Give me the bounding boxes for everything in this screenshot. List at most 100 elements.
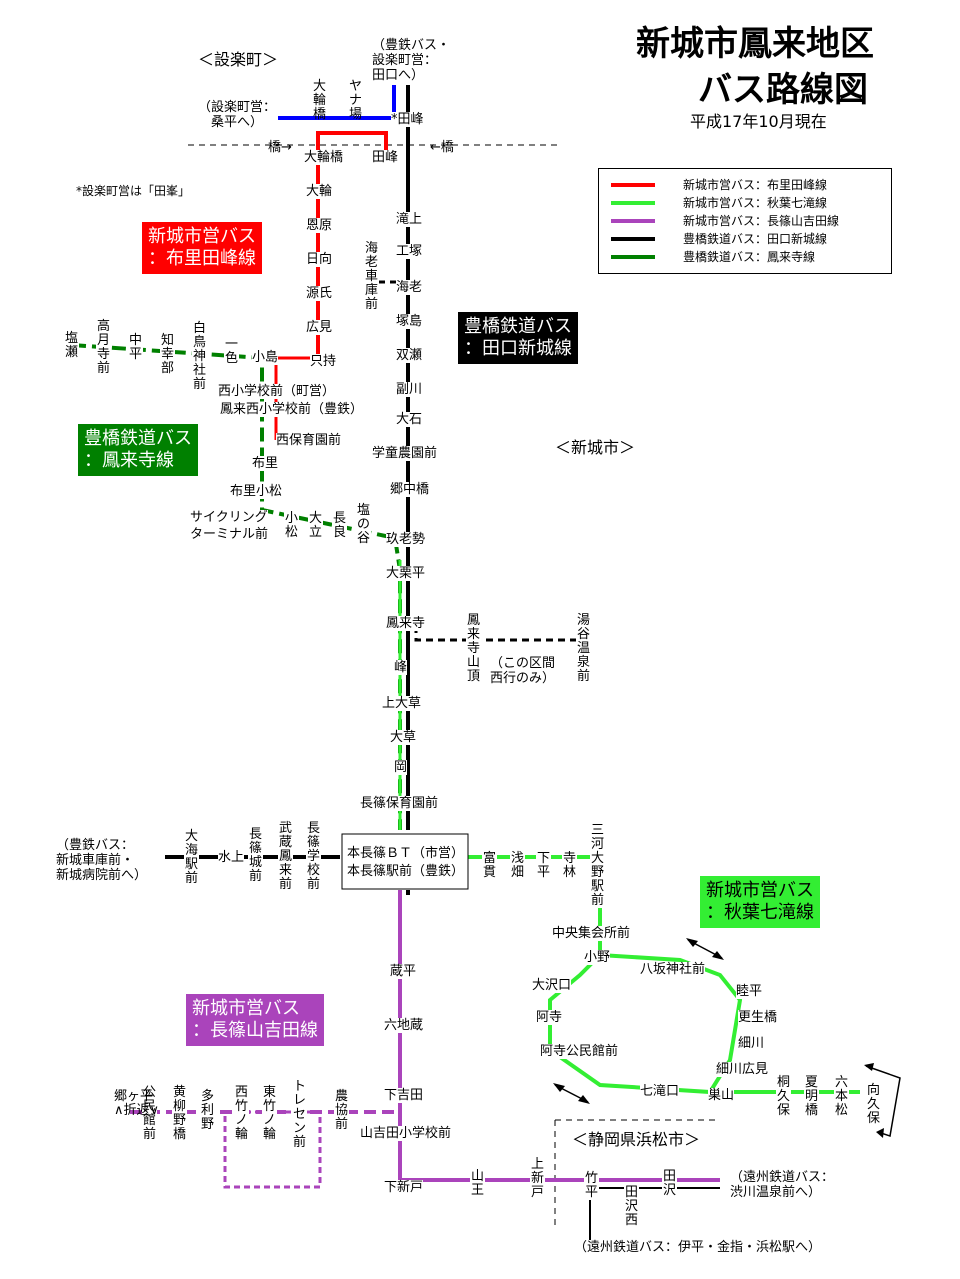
stop: 中平 — [128, 333, 143, 362]
stop: 大輪橋 — [312, 79, 326, 122]
legend-swatch — [611, 237, 655, 241]
stop: 長篠城前 — [248, 827, 263, 884]
stop: 富貫 — [482, 851, 497, 880]
legend-swatch — [611, 183, 655, 187]
legend-row: 豊橋鉄道バス：田口新城線 — [599, 231, 891, 248]
stop: 工塚 — [396, 244, 423, 259]
note-west-only: （この区間 西行のみ） — [490, 656, 556, 686]
stop: 蔵平 — [390, 964, 417, 979]
stop: 上大草 — [382, 696, 422, 711]
stop: 山王 — [470, 1169, 485, 1198]
red-route-label: 新城市営バス ：布里田峰線 — [142, 222, 262, 274]
stop: 八坂神社前 — [640, 962, 706, 977]
stop: 田沢 — [662, 1169, 677, 1198]
legend-row: 新城市営バス：布里田峰線 — [599, 177, 891, 194]
stop: 海老車庫前 — [364, 241, 379, 312]
stop: 西小学校前（町営） — [218, 384, 336, 399]
stop: 下新戸 — [384, 1180, 424, 1195]
stop: 水上 — [218, 850, 245, 865]
note-toyotetsu-west: （豊鉄バス： 新城車庫前・ 新城病院前へ） — [56, 838, 148, 883]
legend-row: 新城市営バス：長篠山吉田線 — [599, 213, 891, 230]
stop: 西保育園前 — [276, 433, 342, 448]
note-entetsu-east: （遠州鉄道バス： 渋川温泉前へ） — [730, 1170, 835, 1200]
stop: 学童農園前 — [372, 446, 438, 461]
stop: 大草 — [390, 730, 417, 745]
legend-label: 新城市営バス：秋葉七滝線 — [683, 196, 828, 210]
stop: 六地蔵 — [384, 1018, 424, 1033]
legend-swatch — [611, 201, 655, 205]
stop: 大海駅前 — [184, 829, 199, 886]
legend-row: 豊橋鉄道バス：鳳来寺線 — [599, 249, 891, 266]
stop: 大立 — [308, 511, 323, 540]
stop: 阿寺公民館前 — [540, 1044, 619, 1059]
stop: サイクリング — [190, 510, 268, 525]
stop: 西竹ノ輪 — [234, 1085, 249, 1142]
stop: *田峰 — [391, 112, 424, 127]
stop: 小松 — [284, 511, 299, 540]
legend-swatch — [611, 255, 655, 259]
stop: 山吉田小学校前 — [360, 1126, 452, 1141]
stop: 公民館前 — [142, 1085, 157, 1142]
stop: 鳳来寺山頂 — [466, 613, 481, 684]
area-hamamatsu: ＜静岡県浜松市＞ — [572, 1130, 701, 1149]
stop: 黄柳野橋 — [172, 1085, 187, 1142]
green-route-line — [71, 343, 402, 830]
note-bridge-right: ←橋 — [430, 140, 454, 155]
stop: トレセン前 — [292, 1079, 307, 1150]
stop: 小野 — [584, 950, 611, 965]
stop: 源氏 — [306, 286, 333, 301]
note-entetsu-south: （遠州鉄道バス：伊平・金指・浜松駅へ） — [574, 1240, 822, 1255]
stop: 小島 — [252, 350, 279, 365]
stop: 双瀬 — [396, 348, 423, 363]
legend-label: 豊橋鉄道バス：鳳来寺線 — [683, 250, 816, 264]
red-route-line — [316, 131, 388, 360]
stop: 一色 — [224, 337, 239, 366]
stop: 布里 — [252, 456, 279, 471]
stop: 鳳来西小学校前（豊鉄） — [220, 402, 364, 417]
stop: 白鳥神社前 — [192, 321, 207, 392]
stop: 長篠学校前 — [306, 821, 321, 892]
stop: 大石 — [396, 412, 423, 427]
stop: 日向 — [306, 252, 333, 267]
stop: 大輪橋 — [304, 150, 344, 165]
stop: 夏明橋 — [804, 1075, 819, 1118]
legend-label: 新城市営バス：長篠山吉田線 — [683, 214, 840, 228]
stop: 玖老勢 — [386, 532, 426, 547]
note-bridge-left: 橋→ — [268, 140, 292, 155]
area-shinshiro: ＜新城市＞ — [555, 438, 636, 457]
stop: 峰 — [394, 660, 408, 675]
stop: 細川広見 — [716, 1062, 769, 1077]
note-shitara-eiei: （設楽町営： 桑平へ） — [198, 100, 277, 130]
stop: 知幸部 — [160, 333, 175, 376]
stop: 多利野 — [200, 1089, 215, 1132]
green-route-label: 豊橋鉄道バス ：鳳来寺線 — [78, 424, 198, 476]
legend-label: 新城市営バス：布里田峰線 — [683, 178, 828, 192]
note-toyotetsu-top: （豊鉄バス・ 設楽町営： 田口へ） — [372, 38, 451, 83]
stop: 塚島 — [396, 314, 423, 329]
stop: 郷中橋 — [390, 482, 430, 497]
stop: 六本松 — [834, 1075, 849, 1118]
stop: 大沢口 — [532, 978, 572, 993]
stop: 阿寺 — [536, 1010, 563, 1025]
stop: 岡 — [394, 760, 408, 775]
legend-row: 新城市営バス：秋葉七滝線 — [599, 195, 891, 212]
stop: 恩原 — [306, 218, 333, 233]
legend: 新城市営バス：布里田峰線 新城市営バス：秋葉七滝線 新城市営バス：長篠山吉田線 … — [598, 168, 892, 274]
stop: 長良 — [332, 511, 347, 540]
map-date: 平成17年10月現在 — [690, 112, 827, 131]
stop: 広見 — [306, 320, 333, 335]
stop: 浅畑 — [510, 851, 525, 880]
purple-route-label: 新城市営バス ：長篠山吉田線 — [186, 994, 324, 1046]
area-shitara: ＜設楽町＞ — [198, 50, 279, 69]
black-route-label: 豊橋鉄道バス ：田口新城線 — [458, 312, 578, 364]
stop: 上新戸 — [530, 1157, 545, 1200]
stop: 塩の谷 — [356, 503, 371, 546]
stop: 田沢西 — [624, 1185, 639, 1228]
stop: 副川 — [396, 382, 423, 397]
stop: 七滝口 — [640, 1084, 680, 1099]
stop: 寺林 — [562, 851, 577, 880]
stop-terminal-2: 本長篠駅前（豊鉄） — [347, 864, 465, 879]
stop: 鳳来寺 — [386, 616, 426, 631]
stop: 滝上 — [396, 212, 423, 227]
